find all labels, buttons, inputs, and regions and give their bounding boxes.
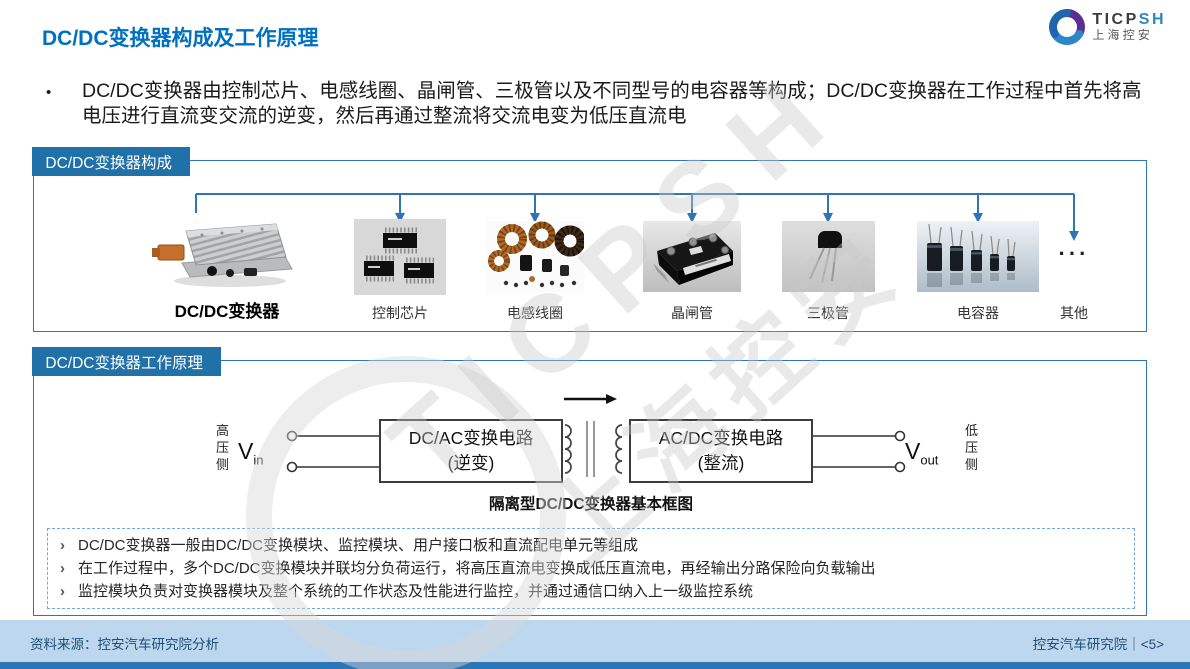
note-item: › 监控模块负责对变换器模块及整个系统的工作状态及性能进行监控，并通过通信口纳入… [60, 581, 1122, 603]
transformer-primary-coil [564, 424, 572, 474]
composition-panel-header: DC/DC变换器构成 [32, 147, 190, 176]
intro-bullet: • DC/DC变换器由控制芯片、电感线圈、晶闸管、三极管以及不同型号的电容器等构… [46, 79, 1152, 130]
inductor-coils-photo [486, 221, 584, 292]
transformer-secondary-coil [615, 424, 623, 474]
component-label: 其他 [1060, 305, 1088, 321]
ac-dc-rectifier-block: AC/DC变换电路 (整流) [629, 419, 813, 483]
converter-label: DC/DC变换器 [174, 302, 280, 321]
control-chips-photo [354, 219, 446, 295]
dcdc-converter-photo [152, 223, 293, 287]
logo-brand: TICPSH [1092, 10, 1166, 28]
note-item: › DC/DC变换器一般由DC/DC变换模块、监控模块、用户接口板和直流配电单元… [60, 535, 1122, 557]
footer-bar: 资料来源：控安汽车研究院分析 控安汽车研究院｜<5> [0, 620, 1190, 662]
principle-panel: DC/DC变换器工作原理 高压侧 Vin DC/AC变换电路 (逆变) AC/D… [32, 347, 1147, 616]
composition-tree-lines [195, 193, 1079, 241]
logo-text: TICPSH 上海控安 [1092, 11, 1166, 43]
note-chevron: › [60, 582, 65, 600]
page-title: DC/DC变换器构成及工作原理 [42, 27, 319, 50]
footer-page-number: 控安汽车研究院｜<5> [1032, 637, 1164, 652]
principle-panel-header: DC/DC变换器工作原理 [32, 347, 221, 376]
circuit-diagram-lines [286, 394, 906, 477]
thyristor-photo [643, 221, 741, 292]
logo-swirl-icon [1049, 9, 1086, 45]
logo-subtitle: 上海控安 [1092, 28, 1154, 43]
component-label: 电感线圈 [507, 305, 563, 321]
component-label: 控制芯片 [372, 305, 428, 321]
high-voltage-side-label: 高压侧 [215, 423, 229, 472]
vin-label: Vin [238, 438, 264, 468]
note-chevron: › [60, 536, 65, 554]
component-label: 晶闸管 [671, 305, 713, 321]
footer-source: 资料来源：控安汽车研究院分析 [30, 637, 219, 652]
company-logo: TICPSH 上海控安 [1049, 9, 1166, 45]
footer-strip [0, 662, 1190, 669]
note-text: 在工作过程中，多个DC/DC变换模块并联均分负荷运行，将高压直流电变换成低压直流… [78, 559, 876, 577]
low-voltage-side-label: 低压侧 [964, 423, 978, 472]
transformer-core [586, 421, 595, 477]
intro-text: DC/DC变换器由控制芯片、电感线圈、晶闸管、三极管以及不同型号的电容器等构成；… [82, 80, 1142, 128]
diagram-caption: 隔离型DC/DC变换器基本框图 [488, 496, 694, 513]
note-item: › 在工作过程中，多个DC/DC变换模块并联均分负荷运行，将高压直流电变换成低压… [60, 558, 1122, 580]
note-text: DC/DC变换器一般由DC/DC变换模块、监控模块、用户接口板和直流配电单元等组… [78, 536, 638, 554]
component-label: 电容器 [957, 305, 999, 321]
others-ellipsis: ··· [1058, 241, 1090, 266]
note-text: 监控模块负责对变换器模块及整个系统的工作状态及性能进行监控，并通过通信口纳入上一… [78, 582, 754, 600]
bullet-dot: • [46, 84, 52, 101]
component-label: 三极管 [807, 305, 849, 321]
transistor-photo [782, 221, 875, 292]
capacitors-photo [917, 221, 1039, 292]
notes-box: › DC/DC变换器一般由DC/DC变换模块、监控模块、用户接口板和直流配电单元… [47, 528, 1135, 609]
composition-panel: DC/DC变换器构成 [32, 147, 1147, 332]
dc-ac-inverter-block: DC/AC变换电路 (逆变) [379, 419, 563, 483]
note-chevron: › [60, 559, 65, 577]
vout-label: Vout [905, 438, 939, 468]
